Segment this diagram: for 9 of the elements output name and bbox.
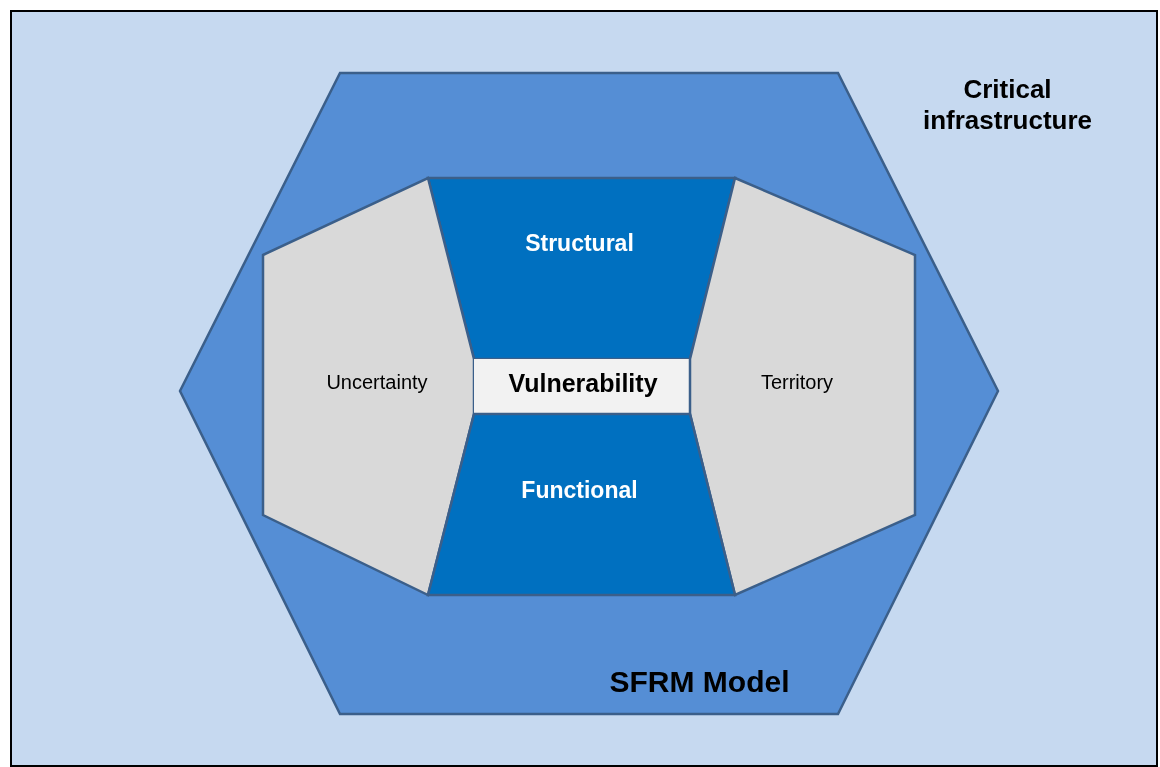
segment-label: Functional	[520, 477, 639, 505]
segment-label: Uncertainty	[325, 370, 429, 394]
model-label: SFRM Model	[608, 664, 791, 700]
background-panel	[10, 10, 1158, 767]
segment-label: Structural	[524, 230, 635, 258]
center-label: Vulnerability	[507, 368, 659, 398]
panel-title: Critical infrastructure	[921, 74, 1093, 137]
segment-label: Territory	[759, 370, 835, 394]
center-box	[474, 359, 692, 414]
